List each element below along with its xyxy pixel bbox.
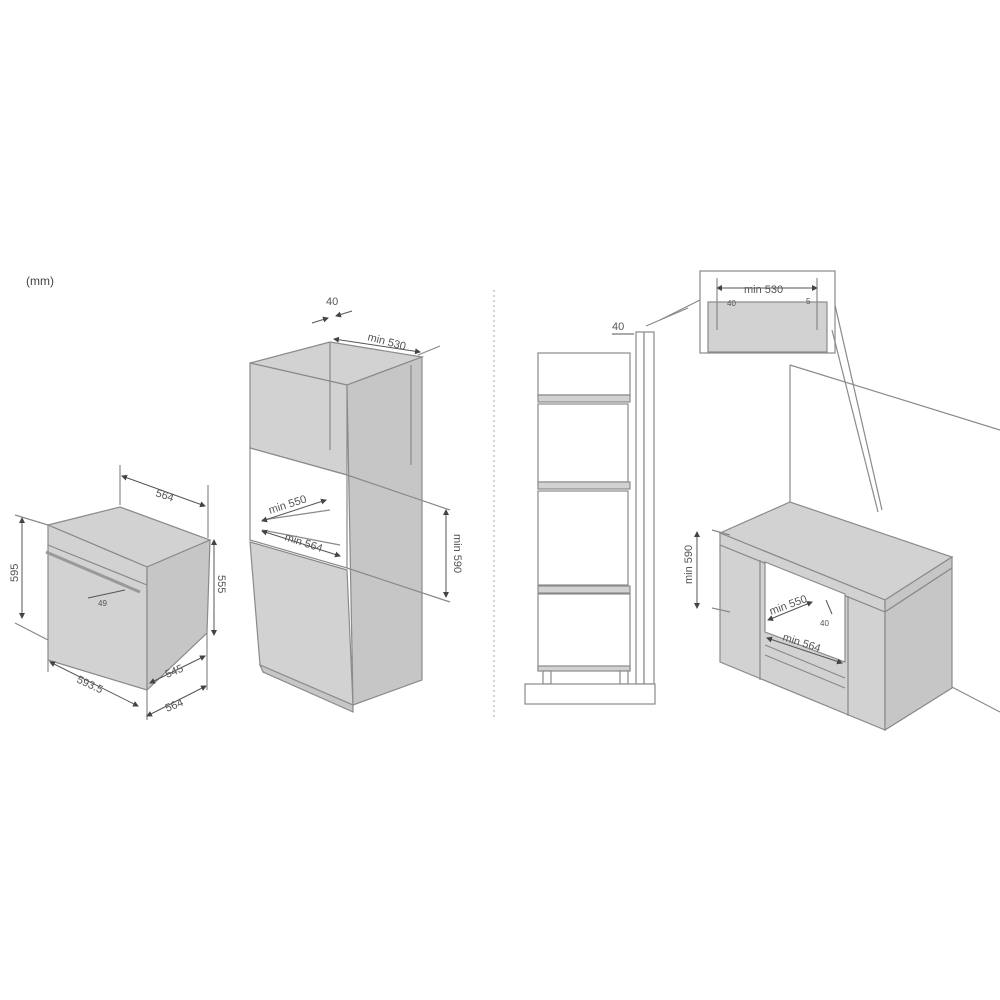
unit-label: (mm) — [26, 274, 54, 288]
oven-width-top-label: 564 — [154, 487, 175, 504]
uc-niche-height-label: min 590 — [683, 545, 695, 584]
inset-gap-label: 40 — [727, 299, 736, 308]
side-vent-gap-label: 40 — [612, 321, 624, 333]
oven-width-bottom-label: 564 — [164, 697, 186, 715]
under-counter-drawing: min 530 40 5 min 590 min 550 min 564 40 — [683, 270, 1000, 732]
side-view-drawing: 40 — [524, 299, 701, 705]
side-view-plinth — [524, 683, 656, 705]
inset-small-label: 5 — [806, 297, 811, 306]
oven-control-panel-line — [47, 544, 148, 586]
tall-cabinet-side — [346, 356, 423, 706]
oven-drawing: 564 595 555 49 593.5 545 564 — [9, 465, 227, 720]
tall-niche-height-label: min 590 — [451, 534, 463, 573]
oven-height-front-label: 595 — [9, 564, 21, 582]
tall-vent-gap-label: 40 — [326, 296, 338, 308]
oven-handle — [45, 550, 141, 594]
uc-vent-label: 40 — [820, 619, 829, 628]
oven-handle-offset-label: 49 — [98, 599, 107, 608]
tall-cabinet-lower-front — [249, 541, 354, 706]
oven-front-width-label: 593.5 — [75, 674, 105, 697]
oven-height-side-label: 555 — [215, 575, 227, 593]
inset-depth-label: min 530 — [744, 284, 783, 296]
tall-cabinet-drawing: 40 min 530 min 550 min 564 min 590 — [249, 296, 463, 713]
